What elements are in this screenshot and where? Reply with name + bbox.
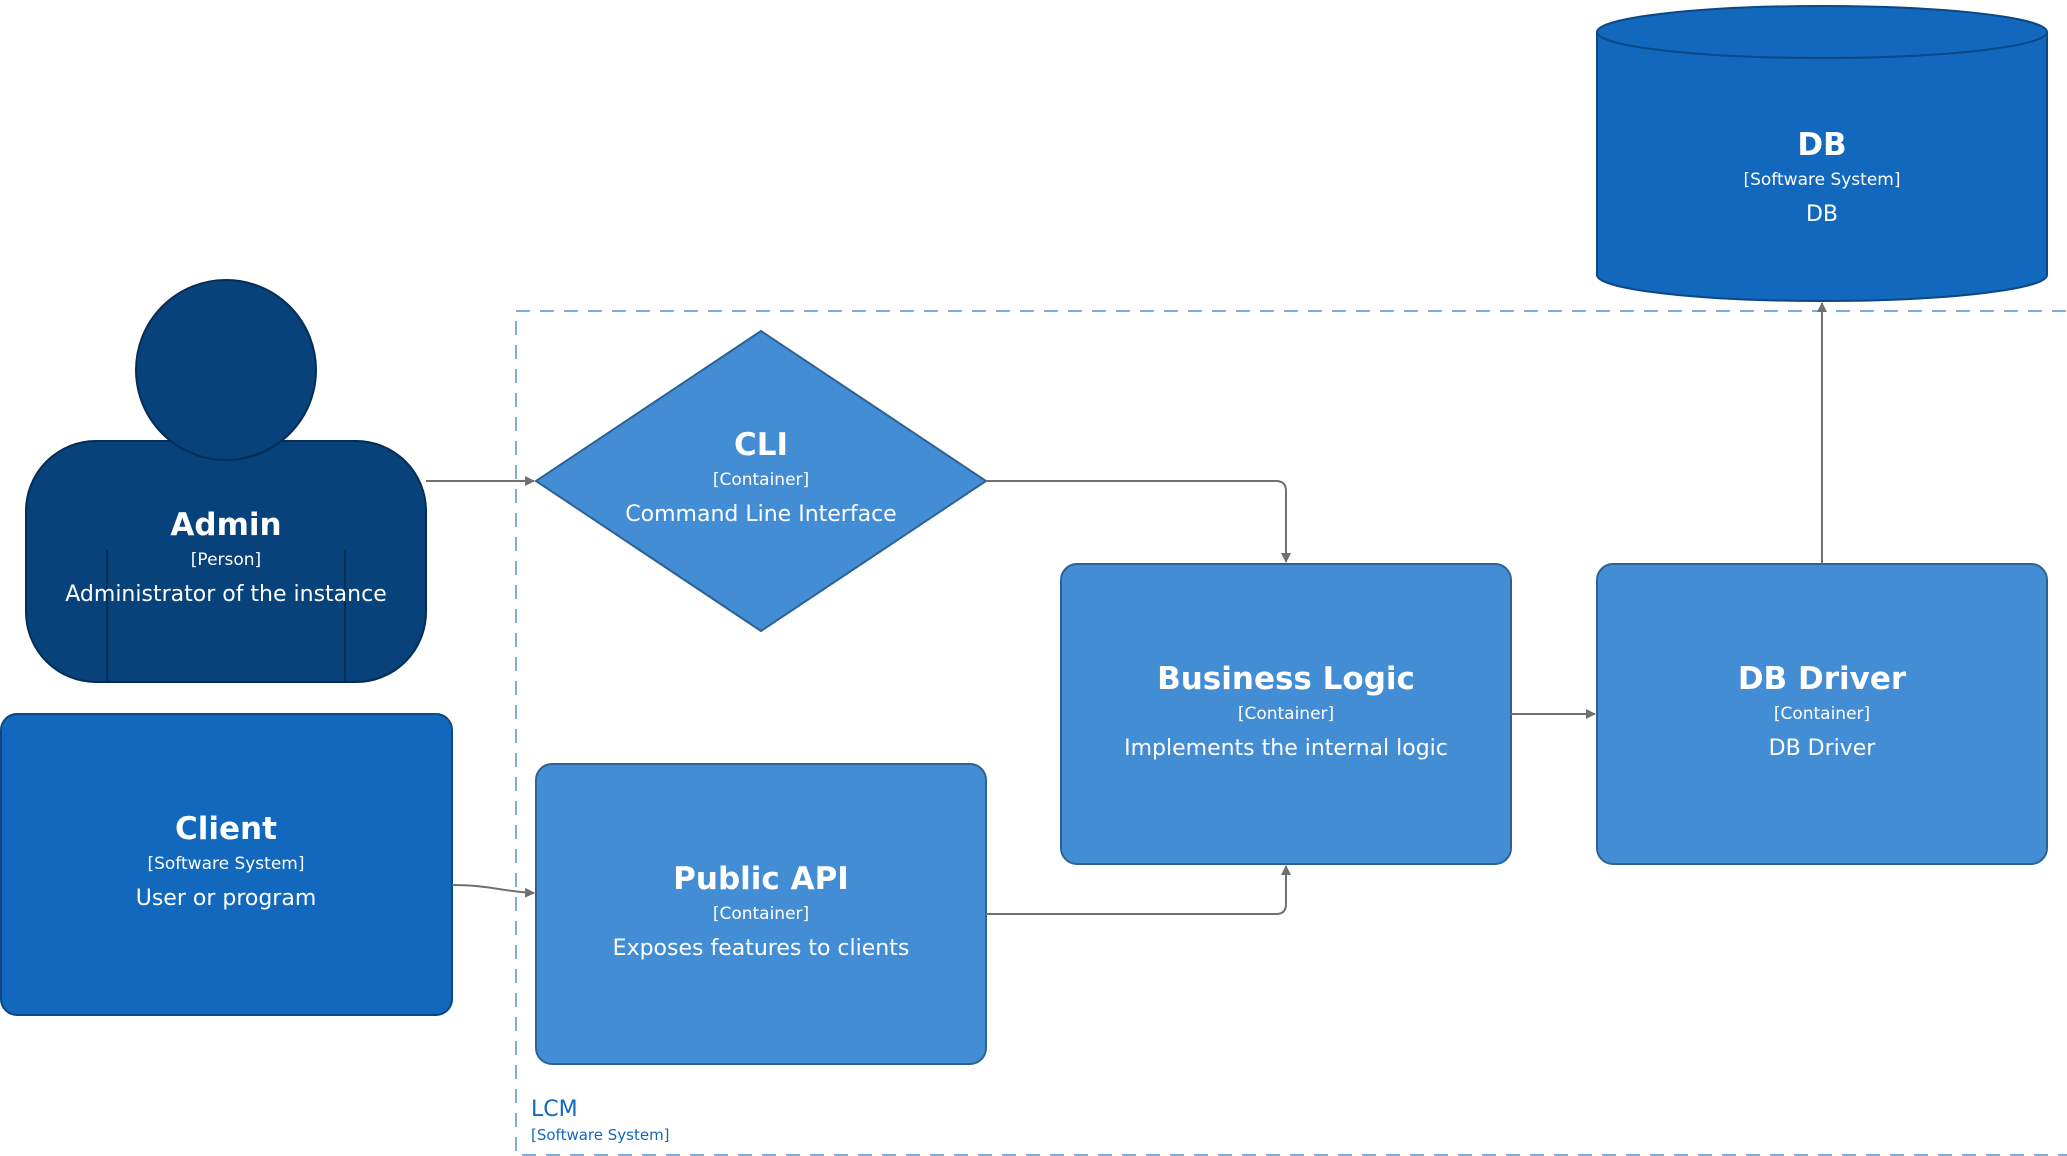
public-api-title: Public API [673, 861, 849, 897]
db-driver-type: [Container] [1774, 704, 1870, 724]
arrow-client-to-public-api[interactable] [451, 884, 535, 898]
admin-description: Administrator of the instance [65, 582, 386, 607]
db-driver-node[interactable]: DB Driver [Container] DB Driver [1596, 563, 2048, 865]
public-api-type: [Container] [713, 904, 809, 924]
client-node[interactable]: Client [Software System] User or program [0, 713, 453, 1016]
db-cylinder-top [1596, 5, 2048, 59]
lcm-boundary[interactable]: LCM [Software System] [515, 310, 2067, 1156]
client-description: User or program [136, 886, 317, 911]
public-api-node[interactable]: Public API [Container] Exposes features … [535, 763, 987, 1065]
cli-diamond [534, 329, 988, 633]
business-logic-node[interactable]: Business Logic [Container] Implements th… [1060, 563, 1512, 865]
admin-person[interactable]: Admin [Person] Administrator of the inst… [25, 279, 427, 683]
admin-title: Admin [170, 507, 281, 543]
db-driver-description: DB Driver [1769, 736, 1877, 761]
db-node[interactable]: DB [Software System] DB [1596, 5, 2048, 302]
cli-title: CLI [734, 427, 788, 463]
admin-head [135, 279, 317, 461]
client-type: [Software System] [147, 854, 304, 874]
arrow-cli-to-business-logic[interactable] [986, 480, 1291, 563]
cli-type: [Container] [713, 470, 809, 490]
client-title: Client [175, 811, 277, 847]
business-logic-description: Implements the internal logic [1124, 736, 1448, 761]
db-cylinder-body [1596, 32, 2048, 302]
db-driver-title: DB Driver [1738, 661, 1907, 697]
cli-node[interactable]: CLI [Container] Command Line Interface [534, 329, 988, 633]
db-title: DB [1797, 127, 1846, 163]
db-type: [Software System] [1743, 170, 1900, 190]
public-api-description: Exposes features to clients [613, 936, 910, 961]
client-box [0, 713, 453, 1016]
relationships [426, 302, 1827, 915]
arrow-public-api-to-business-logic[interactable] [986, 865, 1291, 915]
admin-type: [Person] [191, 550, 261, 570]
business-logic-type: [Container] [1238, 704, 1334, 724]
business-logic-title: Business Logic [1157, 661, 1415, 697]
boundary-frame [515, 310, 2067, 1156]
boundary-type: [Software System] [531, 1126, 670, 1144]
db-description: DB [1806, 202, 1838, 227]
boundary-title: LCM [531, 1097, 578, 1122]
cli-description: Command Line Interface [625, 502, 896, 527]
